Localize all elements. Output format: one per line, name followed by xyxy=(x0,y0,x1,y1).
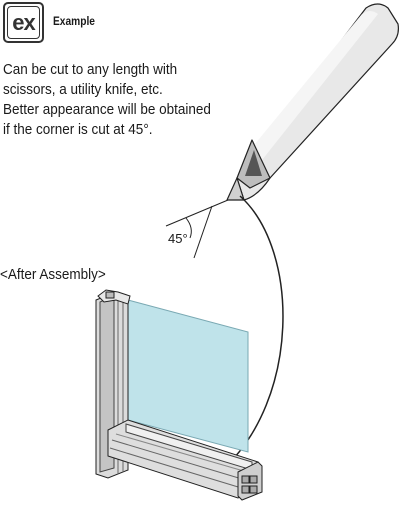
description-line: scissors, a utility knife, etc. xyxy=(3,81,163,98)
example-badge-icon: ex xyxy=(3,2,44,43)
after-assembly-label: <After Assembly> xyxy=(0,266,106,283)
ex-badge-text: ex xyxy=(7,6,40,39)
description-line: Can be cut to any length with xyxy=(3,61,178,78)
angle-label: 45° xyxy=(168,231,188,246)
example-title: Example xyxy=(53,14,95,28)
angle-indicator xyxy=(165,199,229,259)
cover-strip-illustration xyxy=(226,3,399,201)
frame-assembly-illustration xyxy=(95,289,263,501)
description-line: Better appearance will be obtained xyxy=(3,101,211,118)
description-line: if the corner is cut at 45°. xyxy=(3,121,153,138)
description: Can be cut to any length with scissors, … xyxy=(3,60,237,140)
